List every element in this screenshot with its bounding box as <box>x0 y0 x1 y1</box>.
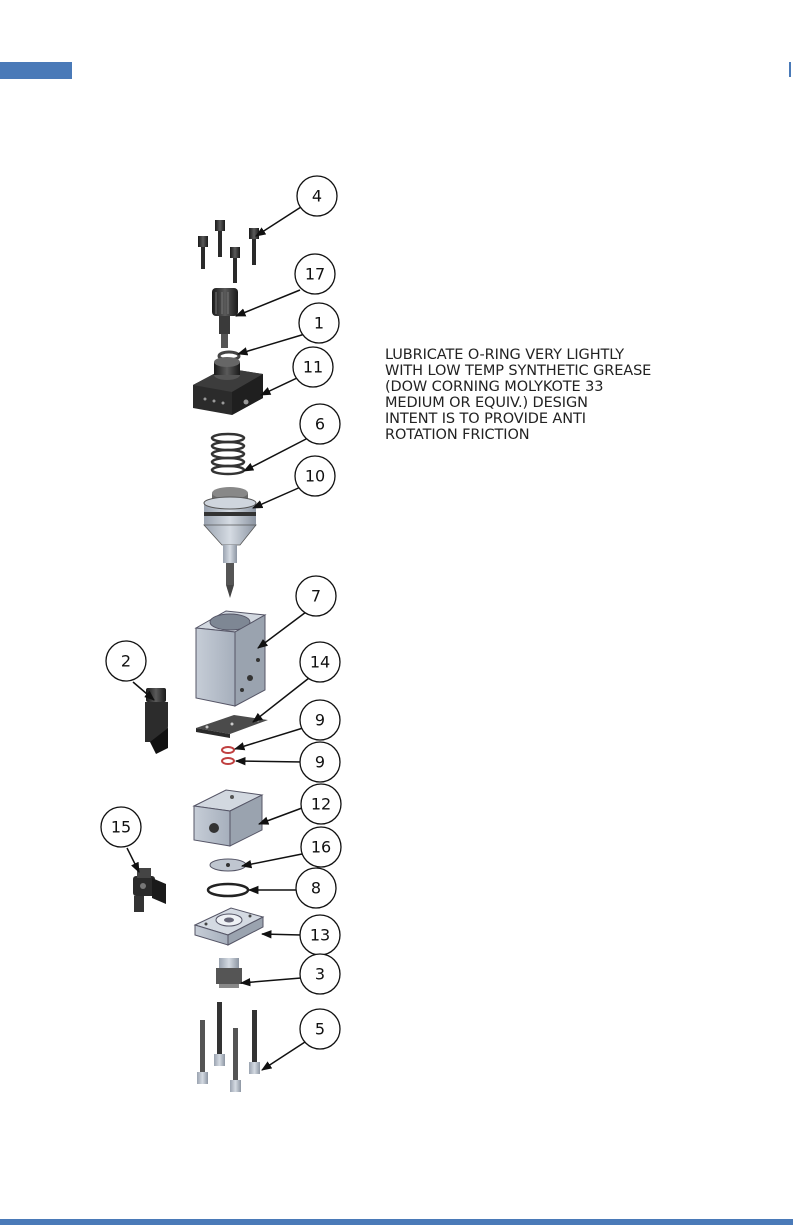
part-17-plunger <box>212 288 238 348</box>
callout-1: 1 <box>314 314 324 333</box>
lubrication-note: LUBRICATE O-RING VERY LIGHTLY WITH LOW T… <box>385 347 705 443</box>
part-4-cap-screws <box>198 220 259 283</box>
callout-7: 7 <box>311 587 321 606</box>
callout-4: 4 <box>312 187 322 206</box>
part-3-nozzle <box>216 958 242 988</box>
note-line: WITH LOW TEMP SYNTHETIC GREASE <box>385 363 705 379</box>
part-7-body-block <box>196 611 265 706</box>
part-15-fitting <box>133 868 166 912</box>
part-10-piston-needle <box>204 487 256 598</box>
callout-12: 12 <box>311 795 331 814</box>
callout-13: 13 <box>310 926 330 945</box>
part-6-spring <box>212 434 244 474</box>
callout-2: 2 <box>121 652 131 671</box>
part-16-disc <box>210 859 246 871</box>
part-12-valve-block <box>194 790 262 846</box>
part-2-elbow-fitting <box>145 688 168 754</box>
callout-5: 5 <box>315 1020 325 1039</box>
note-line: INTENT IS TO PROVIDE ANTI <box>385 411 705 427</box>
note-line: (DOW CORNING MOLYKOTE 33 <box>385 379 705 395</box>
callout-3: 3 <box>315 965 325 984</box>
part-5-long-screws <box>197 1002 260 1092</box>
callout-15: 15 <box>111 818 131 837</box>
part-9-o-ring-upper <box>222 747 234 753</box>
callout-10: 10 <box>305 467 325 486</box>
note-line: MEDIUM OR EQUIV.) DESIGN <box>385 395 705 411</box>
callout-11: 11 <box>303 358 323 377</box>
callout-6: 6 <box>315 415 325 434</box>
callout-16: 16 <box>311 838 331 857</box>
part-13-base-block <box>195 908 263 945</box>
callout-8: 8 <box>311 879 321 898</box>
note-line: ROTATION FRICTION <box>385 427 705 443</box>
callout-9-lower: 9 <box>315 753 325 772</box>
note-line: LUBRICATE O-RING VERY LIGHTLY <box>385 347 705 363</box>
callout-9-upper: 9 <box>315 711 325 730</box>
part-8-o-ring <box>208 884 248 896</box>
callout-17: 17 <box>305 265 325 284</box>
callout-14: 14 <box>310 653 330 672</box>
part-9-o-ring-lower <box>222 758 234 764</box>
part-11-top-block <box>193 357 263 415</box>
